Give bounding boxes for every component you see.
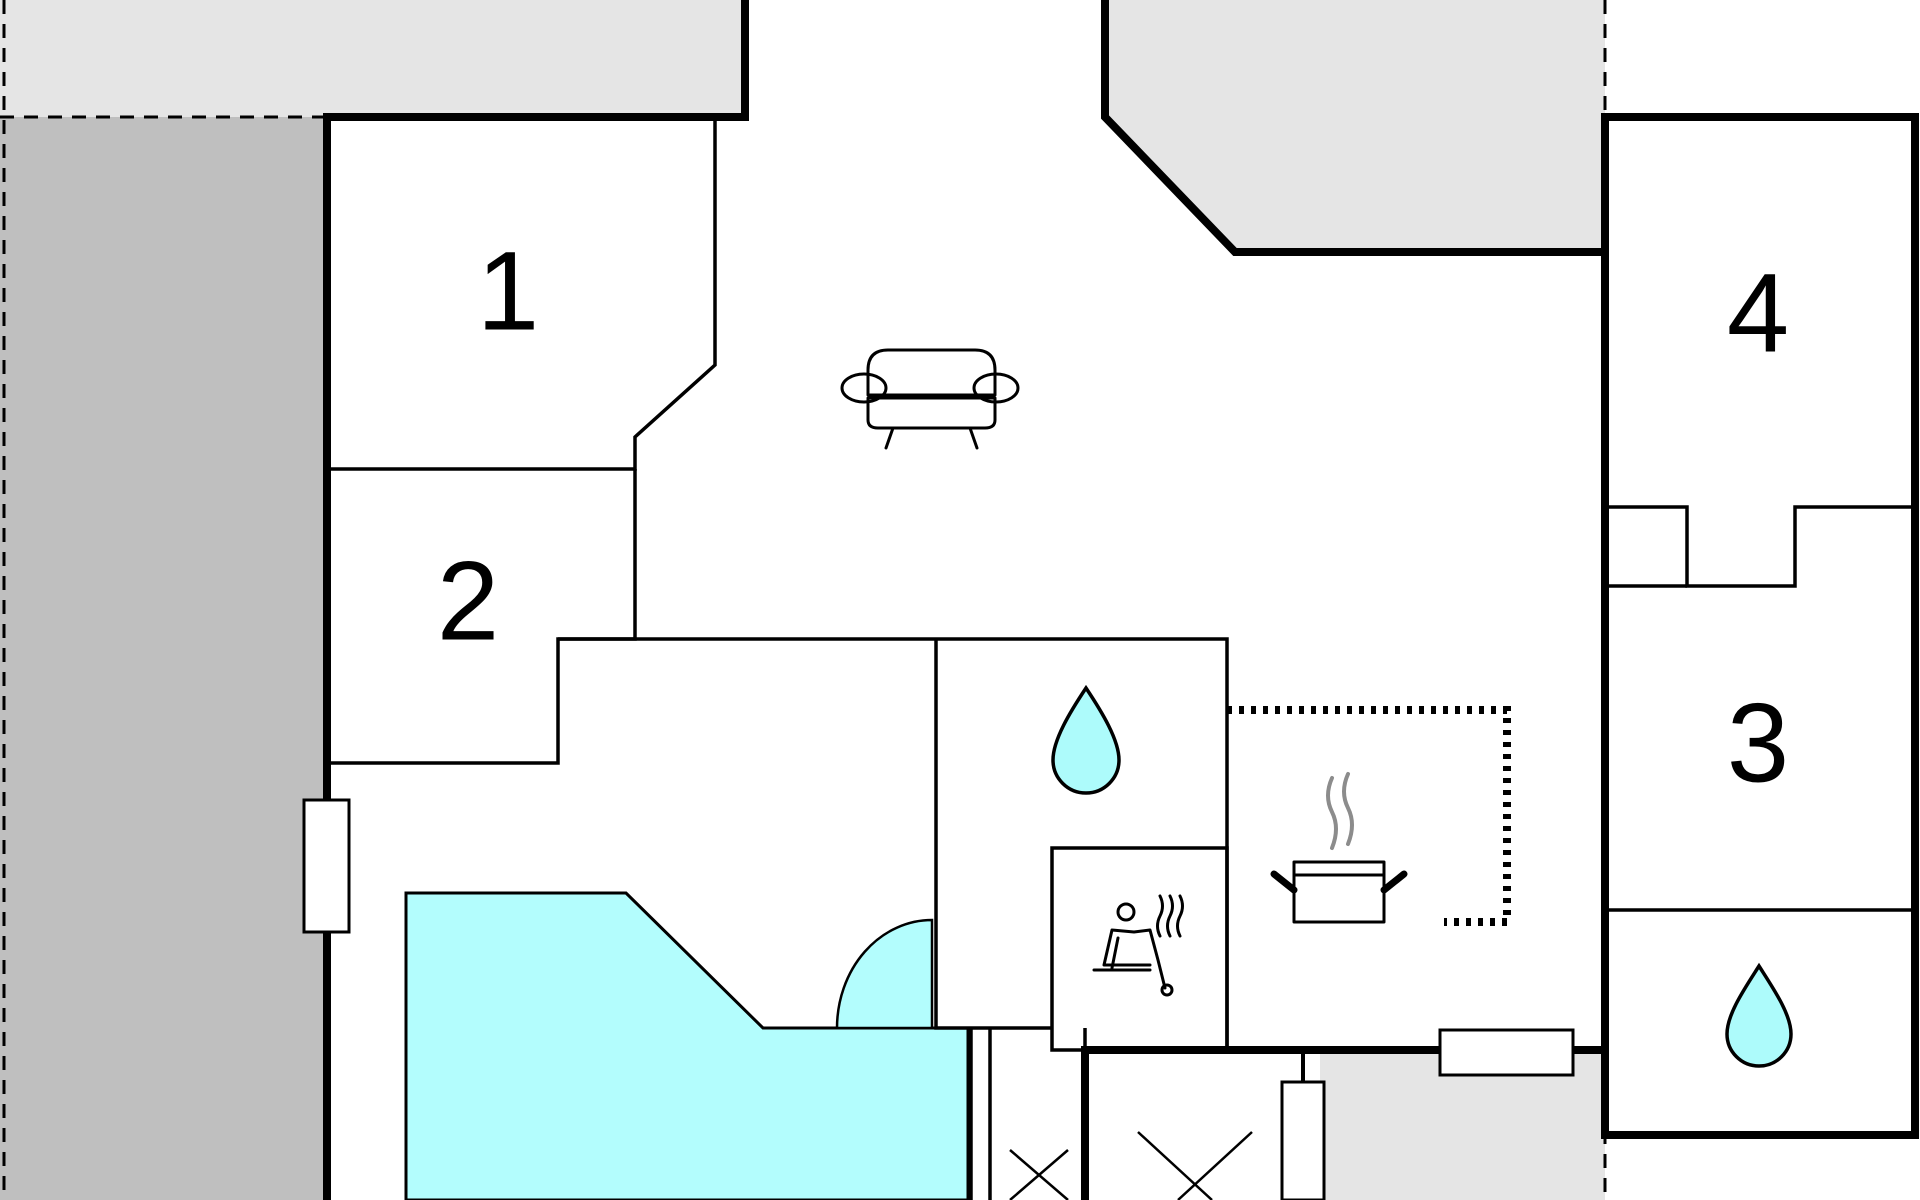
water-drop-icon [1051, 684, 1121, 795]
pot-body [1292, 860, 1386, 924]
wall-west [323, 0, 749, 1200]
window-west [302, 798, 351, 934]
cooking-pot-icon [1270, 772, 1408, 924]
window-south [1438, 1028, 1575, 1077]
sofa-icon [840, 348, 1020, 450]
outdoor-shower [1280, 1080, 1326, 1200]
partition-bath [934, 639, 1052, 1030]
pool-steps [835, 918, 934, 1030]
partition-room-1 [327, 117, 717, 471]
terrace-left-strip [0, 117, 327, 1200]
terrace-top-right [1105, 0, 1605, 252]
interior-walls [327, 117, 1915, 1200]
property-boundary [0, 0, 1607, 1200]
sauna-icon [1092, 894, 1184, 997]
sauna-room [1050, 846, 1229, 1052]
openings [302, 798, 1575, 1200]
cross-marks [1009, 1131, 1253, 1200]
kitchen-counter [1227, 706, 1511, 926]
wall-north-east [1101, 0, 1919, 1139]
room-label-3: 3 [1727, 681, 1789, 806]
partition-room-4 [1605, 505, 1915, 588]
room-label-4: 4 [1727, 251, 1789, 376]
cross-line [1009, 1149, 1069, 1200]
water-drop-icon [1725, 962, 1793, 1068]
room-label-1: 1 [477, 229, 539, 354]
terrace-top-left [0, 0, 745, 117]
cross-line [1177, 1131, 1253, 1200]
room-label-2: 2 [437, 539, 499, 664]
cross-line [1137, 1131, 1213, 1200]
terrace-areas [0, 0, 1605, 1200]
